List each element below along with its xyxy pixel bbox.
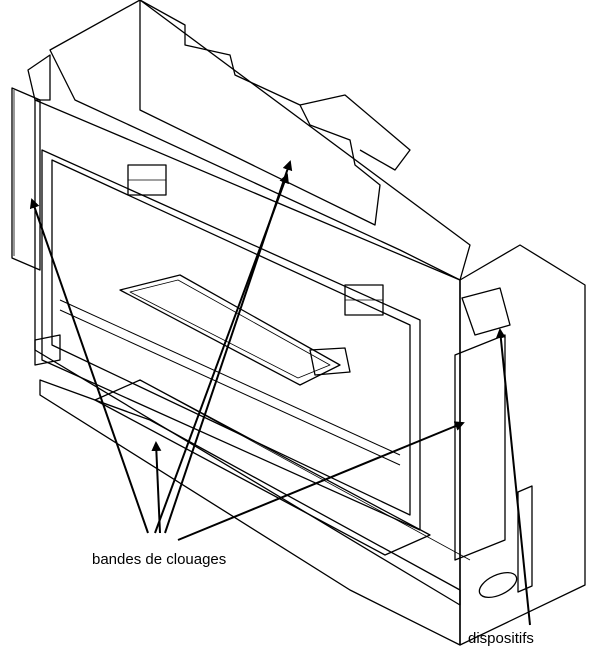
top-panel [49, 0, 471, 281]
base-plate [39, 379, 461, 646]
arrow-to-top-panel-b [154, 173, 289, 534]
arrow-to-right-strip [177, 421, 465, 541]
bottom-nailing-strip [94, 379, 431, 556]
right-side-housing [459, 244, 586, 646]
side-oval-cutout [478, 571, 518, 599]
burner-tray [119, 274, 341, 386]
base-block-left [34, 334, 61, 366]
top-flap [139, 0, 381, 226]
arrow-to-device [495, 328, 531, 626]
device-bracket [461, 287, 511, 336]
devices-label: dispositifs [468, 630, 534, 647]
control-box [309, 347, 351, 376]
arrow-to-left-strip [29, 198, 149, 534]
window-frame-inner [51, 159, 411, 516]
top-notch [299, 94, 411, 171]
nailing-strip-left [11, 87, 41, 271]
right-panel [454, 334, 506, 561]
left-top-flap [27, 54, 51, 101]
nailing-strip-right-lower [517, 485, 533, 593]
burner-tray-inner [129, 279, 331, 379]
arrow-to-bottom-strip [151, 441, 162, 534]
nailing-strips-label: bandes de clouages [92, 551, 227, 568]
